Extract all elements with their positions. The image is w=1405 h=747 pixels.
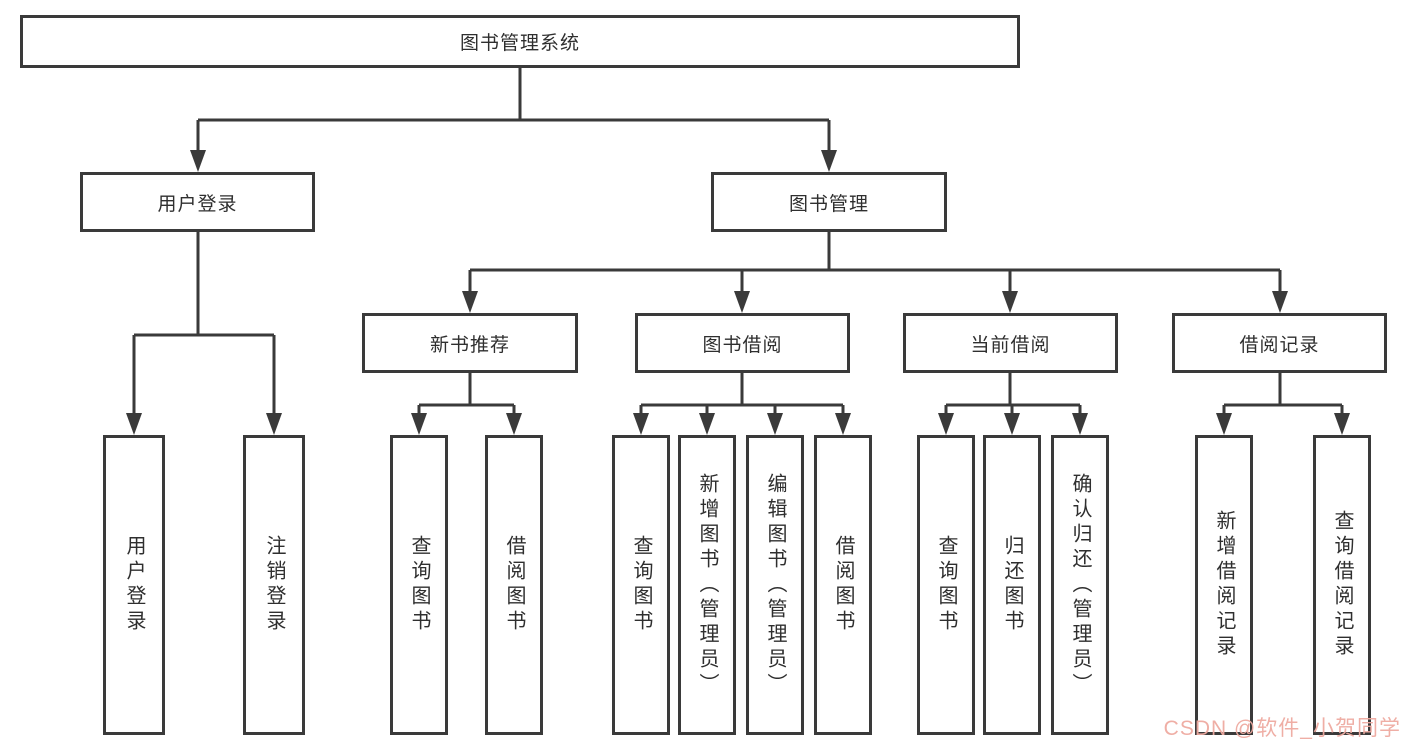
arrow-down-icon xyxy=(633,413,649,435)
node-label: 用户登录 xyxy=(157,193,238,215)
node-leaf-query-books-recommend: 查询图书 xyxy=(390,435,448,735)
arrow-down-icon xyxy=(462,291,478,313)
node-label: 新增借阅记录 xyxy=(1213,510,1235,660)
connector-login-to-leaves xyxy=(132,232,276,415)
node-user-login: 用户登录 xyxy=(80,172,315,232)
node-label: 借阅记录 xyxy=(1239,334,1320,356)
arrow-down-icon xyxy=(1072,413,1088,435)
arrow-down-icon xyxy=(767,413,783,435)
node-leaf-edit-books-admin: 编辑图书（管理员） xyxy=(746,435,804,735)
node-label: 借阅图书 xyxy=(832,535,854,635)
connector-mgmt-to-level3 xyxy=(468,232,1282,293)
connector-records-to-leaves xyxy=(1222,373,1344,415)
node-leaf-query-books-borrow: 查询图书 xyxy=(612,435,670,735)
arrow-down-icon xyxy=(1216,413,1232,435)
arrow-down-icon xyxy=(1004,413,1020,435)
connector-currentborrow-to-leaves xyxy=(944,373,1082,415)
arrow-down-icon xyxy=(938,413,954,435)
arrow-down-icon xyxy=(699,413,715,435)
arrow-down-icon xyxy=(835,413,851,435)
node-borrow-records: 借阅记录 xyxy=(1172,313,1387,373)
node-leaf-logout: 注销登录 xyxy=(243,435,305,735)
arrow-down-icon xyxy=(411,413,427,435)
arrow-down-icon xyxy=(126,413,142,435)
node-leaf-borrow-books-recommend: 借阅图书 xyxy=(485,435,543,735)
node-root-system: 图书管理系统 xyxy=(20,15,1020,68)
arrow-down-icon xyxy=(1334,413,1350,435)
node-label: 归还图书 xyxy=(1001,535,1023,635)
node-leaf-borrow-books: 借阅图书 xyxy=(814,435,872,735)
node-book-borrow: 图书借阅 xyxy=(635,313,850,373)
arrow-down-icon xyxy=(506,413,522,435)
node-label: 借阅图书 xyxy=(503,535,525,635)
connector-root-to-level2 xyxy=(196,68,831,152)
node-leaf-add-books-admin: 新增图书（管理员） xyxy=(678,435,736,735)
node-leaf-add-borrow-record: 新增借阅记录 xyxy=(1195,435,1253,735)
node-label: 查询图书 xyxy=(935,535,957,635)
node-label: 注销登录 xyxy=(263,535,285,635)
node-leaf-confirm-return-admin: 确认归还（管理员） xyxy=(1051,435,1109,735)
node-leaf-return-books: 归还图书 xyxy=(983,435,1041,735)
connector-newbooks-to-leaves xyxy=(417,373,516,415)
arrow-down-icon xyxy=(266,413,282,435)
node-label: 查询借阅记录 xyxy=(1331,510,1353,660)
node-leaf-query-books-current: 查询图书 xyxy=(917,435,975,735)
arrow-down-icon xyxy=(1272,291,1288,313)
node-label: 查询图书 xyxy=(630,535,652,635)
node-label: 当前借阅 xyxy=(970,334,1051,356)
node-label: 用户登录 xyxy=(123,535,145,635)
arrow-down-icon xyxy=(821,150,837,172)
node-new-book-recommend: 新书推荐 xyxy=(362,313,578,373)
connector-bookborrow-to-leaves xyxy=(639,373,845,415)
node-label: 图书管理 xyxy=(788,193,869,215)
arrow-down-icon xyxy=(1002,291,1018,313)
csdn-watermark: CSDN @软件_小贺同学 xyxy=(1163,717,1401,740)
node-book-management: 图书管理 xyxy=(711,172,947,232)
node-label: 图书管理系统 xyxy=(459,33,580,54)
node-label: 编辑图书（管理员） xyxy=(764,472,786,698)
arrow-down-icon xyxy=(190,150,206,172)
node-label: 图书借阅 xyxy=(702,334,783,356)
node-current-borrow: 当前借阅 xyxy=(903,313,1118,373)
arrow-down-icon xyxy=(734,291,750,313)
node-label: 新书推荐 xyxy=(429,334,510,356)
node-label: 确认归还（管理员） xyxy=(1069,472,1091,698)
node-leaf-query-borrow-record: 查询借阅记录 xyxy=(1313,435,1371,735)
node-label: 查询图书 xyxy=(408,535,430,635)
node-leaf-user-login: 用户登录 xyxy=(103,435,165,735)
node-label: 新增图书（管理员） xyxy=(696,472,718,698)
